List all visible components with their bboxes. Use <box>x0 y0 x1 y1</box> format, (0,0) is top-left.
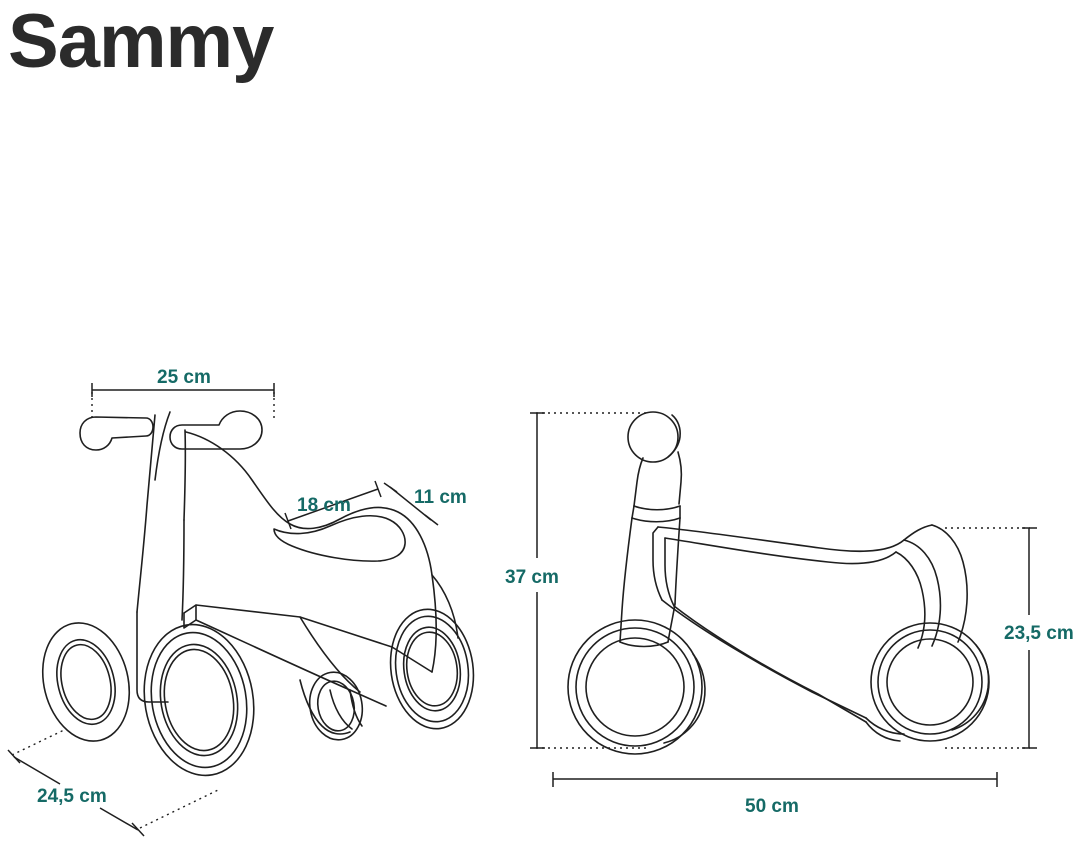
wheel-rear-inner <box>886 638 974 726</box>
wheel-rear-right-hub <box>405 631 459 707</box>
wheel-front-mid <box>575 627 695 747</box>
dimension-label-seat-rear-length: 11 cm <box>414 487 467 508</box>
ext-line-track-lower <box>139 789 219 829</box>
steerer-neck-right <box>677 451 683 505</box>
seat-hollow <box>273 514 406 562</box>
steerer-neck-left <box>633 457 644 507</box>
frame-lower-spine <box>661 599 867 719</box>
wheel-rear-left-outer <box>308 671 364 741</box>
wheel-rear-right-outer <box>389 608 475 730</box>
handlebar-end-cap <box>627 411 679 463</box>
head-tube-right <box>674 517 681 605</box>
dimension-label-overall-length: 50 cm <box>745 796 799 817</box>
tick-seat-rear-end <box>424 514 439 526</box>
frame-front-face-inner <box>664 537 675 607</box>
dim-line-track-upper <box>13 756 61 785</box>
front-three-quarter-view <box>41 410 475 777</box>
wheel-front-inner <box>585 637 685 737</box>
side-profile-view <box>567 411 990 755</box>
fork-bottom-cap <box>619 641 669 648</box>
handlebar-left-grip <box>79 416 154 451</box>
ext-line-track-upper <box>11 729 65 756</box>
rear-fender-inner-2 <box>895 551 926 649</box>
seat-top-surface <box>664 537 897 565</box>
wheel-front-rear-edge <box>663 653 706 744</box>
tick-seat-rear-start <box>383 482 398 493</box>
handlebar-stem-top <box>667 414 681 458</box>
steerer-collar-top <box>633 505 681 511</box>
front-view-dimension-lines <box>7 383 439 837</box>
body-top-contour <box>185 431 437 673</box>
wheel-rear-outer <box>870 622 990 742</box>
front-fork <box>136 611 169 703</box>
dim-line-seat-length <box>287 488 379 522</box>
body-right-flank <box>431 574 459 639</box>
steerer-column-front-edge <box>154 411 171 481</box>
dim-line-track-lower <box>99 807 139 831</box>
steerer-column-right <box>183 429 187 521</box>
page-title: Sammy <box>8 0 274 84</box>
frame-top-edge <box>657 524 933 553</box>
wheel-front-left-hub <box>60 643 112 721</box>
steerer-column <box>136 414 156 613</box>
wheel-rear-right-inner <box>402 626 462 712</box>
wheel-front-right-outer <box>143 623 255 777</box>
wheel-front-left-outer <box>41 622 131 742</box>
steerer-collar-bottom <box>631 517 681 523</box>
side-view-dimension-lines <box>530 412 1037 787</box>
tick-track-end <box>131 822 145 837</box>
rear-stay-2 <box>865 721 901 742</box>
under-frame-bridge <box>299 679 351 735</box>
dimension-label-overall-height: 37 cm <box>505 567 559 588</box>
wheel-rear-mid <box>877 629 983 735</box>
dim-line-seat-rear <box>389 486 432 521</box>
wheel-front-left-inner <box>56 638 116 726</box>
deck-bottom-edge <box>195 619 387 707</box>
frame-front-face <box>652 526 663 601</box>
tick-seat-length-start <box>284 512 292 530</box>
steerer-collar-left <box>631 505 635 519</box>
wheel-front-right-mid <box>150 631 248 769</box>
head-tube-left <box>619 517 633 643</box>
wheel-front-right-hub <box>163 648 235 752</box>
frame-lower-spine-2 <box>673 605 867 723</box>
wheel-rear-left-inner <box>316 680 356 732</box>
under-frame-bridge-2 <box>329 689 353 730</box>
rear-fender-inner <box>903 539 942 647</box>
wheel-rear-far-edge <box>951 644 990 731</box>
wheel-front-outer <box>567 619 703 755</box>
dimension-label-seat-height: 23,5 cm <box>1004 623 1074 644</box>
wheel-front-right-inner <box>159 643 239 757</box>
deck-side-face <box>299 616 361 693</box>
wheel-rear-right-mid <box>394 615 470 723</box>
dimension-label-handlebar-width: 25 cm <box>157 367 211 388</box>
dimension-label-seat-length: 18 cm <box>297 495 351 516</box>
tick-track-start <box>7 749 21 764</box>
handlebar-right-grip <box>169 410 263 450</box>
dimension-label-track-width: 24,5 cm <box>37 786 107 807</box>
tick-seat-length-end <box>374 480 382 498</box>
front-fork-inner <box>181 519 185 621</box>
rear-fender-outer <box>931 524 968 643</box>
